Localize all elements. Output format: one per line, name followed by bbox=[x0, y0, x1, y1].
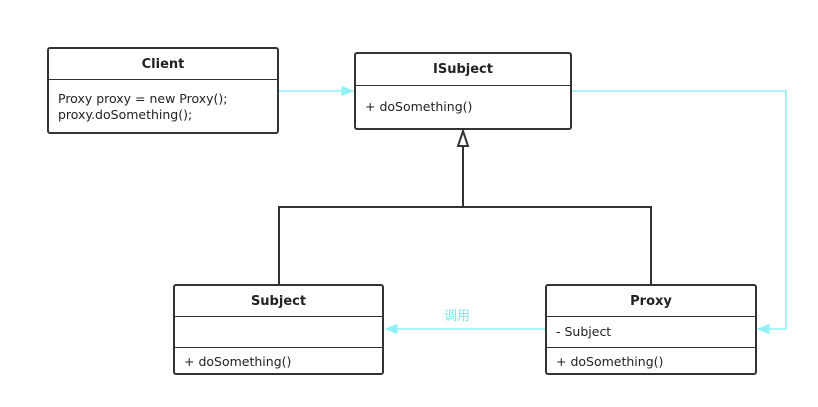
subject-class-box: Subject + doSomething() bbox=[173, 284, 384, 375]
client-code-line: proxy.doSomething(); bbox=[58, 107, 193, 122]
isubject-title: ISubject bbox=[356, 54, 570, 86]
proxy-attribute: - Subject bbox=[556, 324, 612, 339]
isubject-methods-section: + doSomething() bbox=[356, 86, 570, 115]
proxy-methods-section: + doSomething() bbox=[547, 348, 755, 375]
isubject-to-proxy-arrow bbox=[572, 90, 787, 335]
subject-methods-section: + doSomething() bbox=[175, 348, 382, 375]
subject-method: + doSomething() bbox=[184, 354, 292, 369]
proxy-class-title: Proxy bbox=[547, 286, 755, 317]
proxy-method: + doSomething() bbox=[556, 354, 664, 369]
subject-attributes-section bbox=[175, 317, 382, 348]
isubject-interface-box: ISubject + doSomething() bbox=[354, 52, 572, 130]
client-class-title: Client bbox=[49, 49, 277, 80]
proxy-class-box: Proxy - Subject + doSomething() bbox=[545, 284, 757, 375]
client-class-box: Client Proxy proxy = new Proxy(); proxy.… bbox=[47, 47, 279, 134]
isubject-method: + doSomething() bbox=[365, 99, 473, 114]
client-code-line: Proxy proxy = new Proxy(); bbox=[58, 91, 228, 106]
call-label: 调用 bbox=[444, 309, 471, 324]
client-code-section: Proxy proxy = new Proxy(); proxy.doSomet… bbox=[49, 80, 277, 123]
realization-triangle-icon bbox=[456, 127, 470, 147]
proxy-attributes-section: - Subject bbox=[547, 317, 755, 348]
realization-tree bbox=[278, 146, 652, 285]
subject-class-title: Subject bbox=[175, 286, 382, 317]
